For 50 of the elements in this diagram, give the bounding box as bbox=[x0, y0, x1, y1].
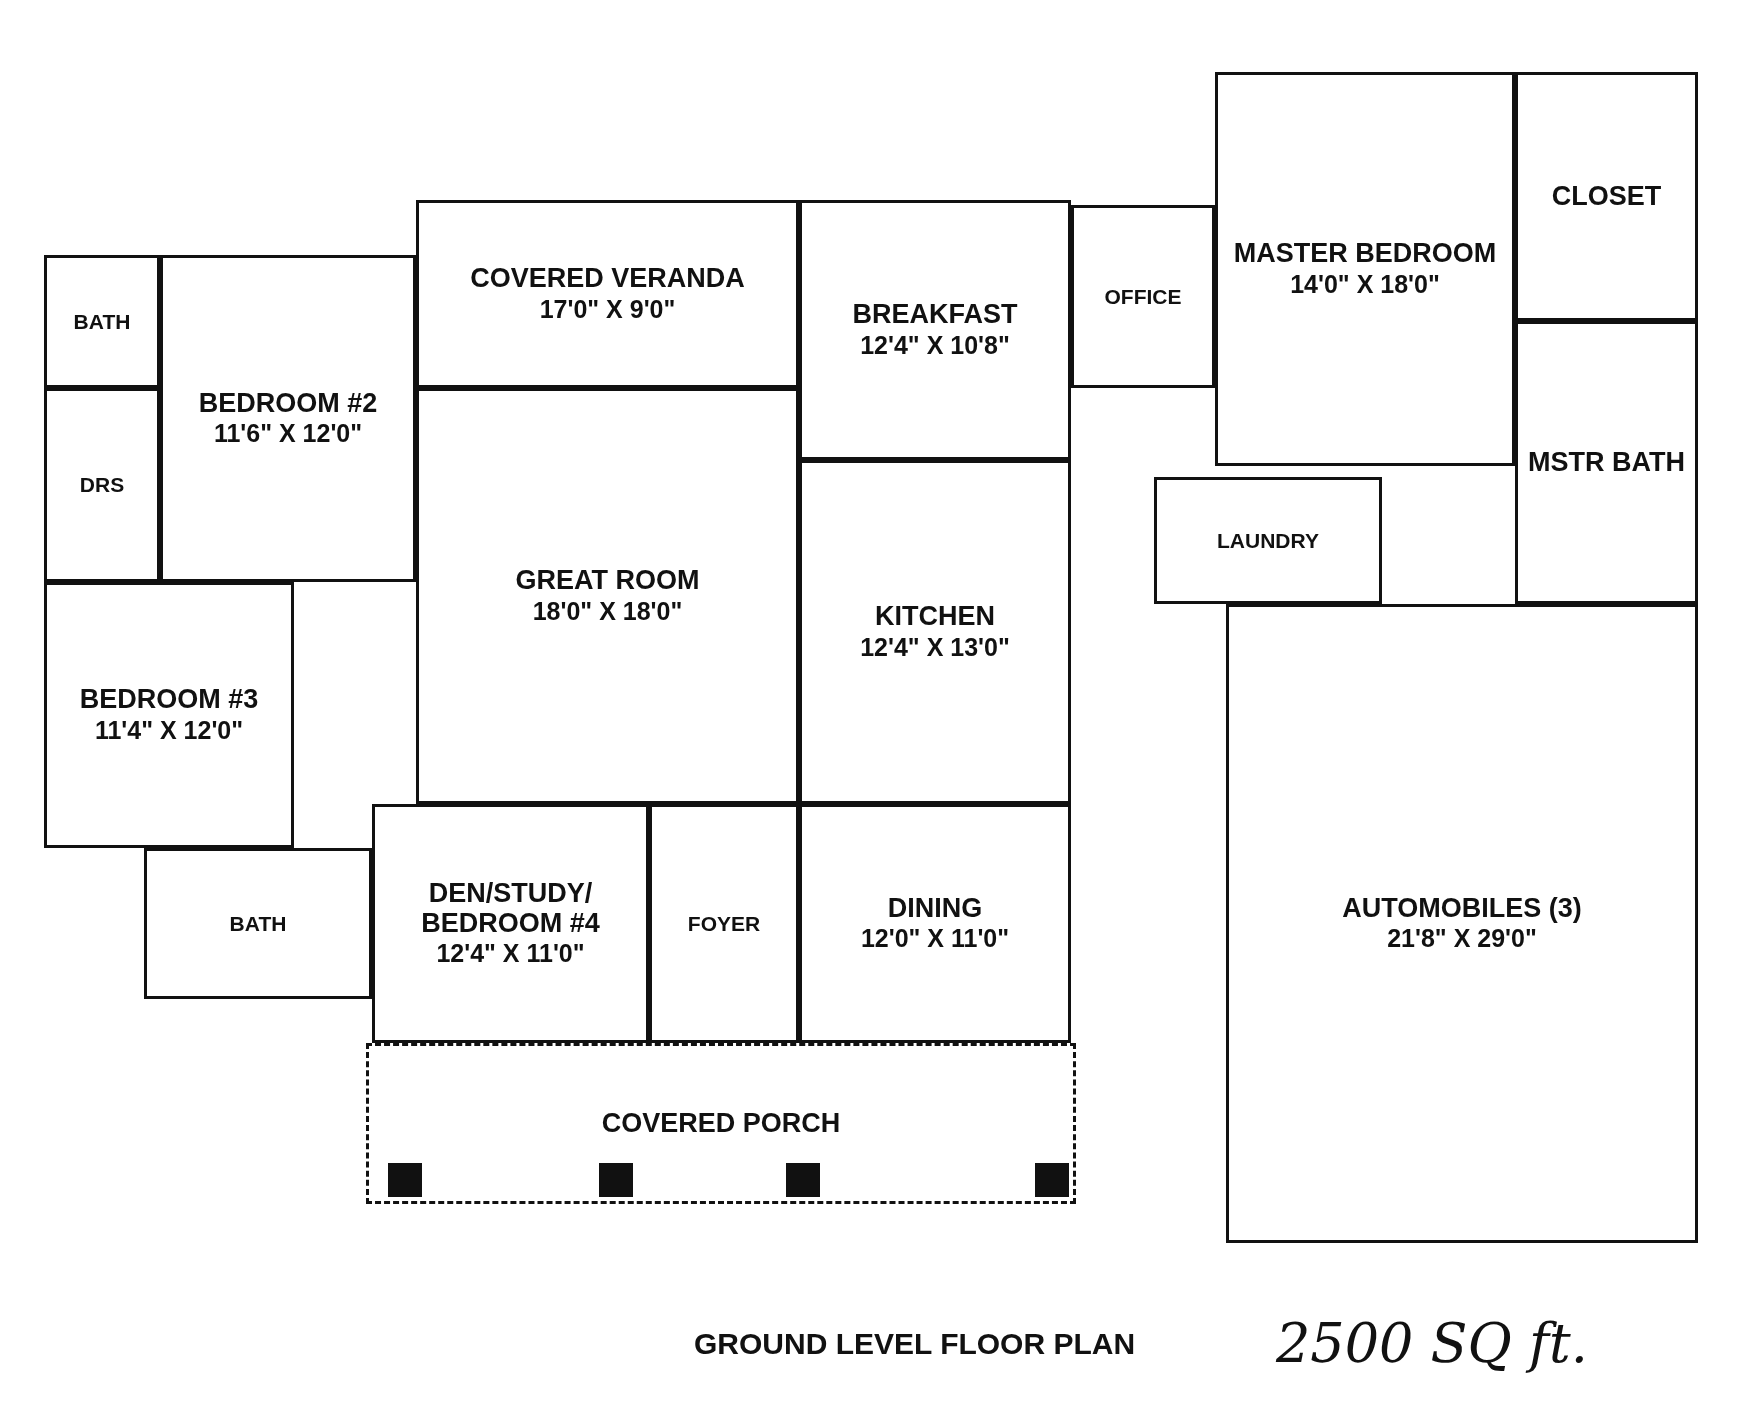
room-name: BEDROOM #2 bbox=[198, 388, 378, 419]
porch-outline bbox=[366, 1043, 1076, 1204]
room-dimensions: 11'6" X 12'0" bbox=[213, 418, 363, 449]
room-dimensions: 12'4" X 10'8" bbox=[860, 329, 1010, 360]
room-name: CLOSET bbox=[1551, 181, 1662, 212]
room-name: COVERED PORCH bbox=[601, 1108, 841, 1139]
room-outline bbox=[144, 848, 372, 999]
room-dimensions: 21'8" X 29'0" bbox=[1387, 923, 1537, 954]
room-dimensions: 14'0" X 18'0" bbox=[1290, 268, 1440, 299]
room-outline bbox=[1515, 321, 1698, 604]
room-name: DINING bbox=[887, 893, 983, 924]
room-dimensions: 11'4" X 12'0" bbox=[94, 714, 244, 745]
plan-title: GROUND LEVEL FLOOR PLAN bbox=[694, 1327, 1136, 1361]
handwritten-note: 2500 SQ ft. bbox=[1276, 1312, 1588, 1375]
room-outline bbox=[1071, 205, 1215, 388]
room-name: OFFICE bbox=[1104, 284, 1182, 309]
room-dimensions: 12'4" X 13'0" bbox=[860, 631, 1010, 662]
room-outline bbox=[1515, 72, 1698, 321]
room-name: GREAT ROOM bbox=[515, 566, 700, 596]
room-dimensions: 12'4" X 11'0" bbox=[436, 938, 585, 969]
room-dimensions: 18'0" X 18'0" bbox=[532, 595, 683, 626]
room-name: MASTER BEDROOM bbox=[1233, 239, 1497, 269]
room-outline bbox=[372, 804, 649, 1043]
room-outline bbox=[160, 255, 416, 582]
room-name: DRS bbox=[79, 473, 125, 497]
room-name: BEDROOM #3 bbox=[79, 685, 259, 715]
room-name: LAUNDRY bbox=[1217, 528, 1319, 553]
room-outline bbox=[649, 804, 799, 1043]
room-outline bbox=[416, 388, 799, 804]
room-name: KITCHEN bbox=[875, 602, 995, 632]
room-dimensions: 17'0" X 9'0" bbox=[539, 293, 676, 324]
room-outline bbox=[44, 255, 160, 388]
room-name: BREAKFAST bbox=[852, 300, 1018, 330]
room-name: FOYER bbox=[687, 911, 761, 936]
room-name: MSTR BATH bbox=[1528, 447, 1685, 478]
room-outline bbox=[1215, 72, 1515, 466]
room-outline bbox=[799, 804, 1071, 1043]
room-name: COVERED VERANDA bbox=[470, 264, 745, 294]
room-dimensions: 12'0" X 11'0" bbox=[860, 923, 1010, 954]
room-outline bbox=[799, 200, 1071, 460]
room-outline bbox=[416, 200, 799, 388]
room-outline bbox=[799, 460, 1071, 804]
room-name: BATH bbox=[229, 911, 287, 936]
room-name: BATH bbox=[73, 309, 131, 334]
room-outline bbox=[44, 582, 294, 848]
room-outline bbox=[1154, 477, 1382, 604]
room-name: AUTOMOBILES (3) bbox=[1342, 893, 1582, 924]
room-outline bbox=[1226, 604, 1698, 1243]
room-name: DEN/STUDY/ BEDROOM #4 bbox=[420, 878, 601, 939]
room-outline bbox=[44, 388, 160, 582]
